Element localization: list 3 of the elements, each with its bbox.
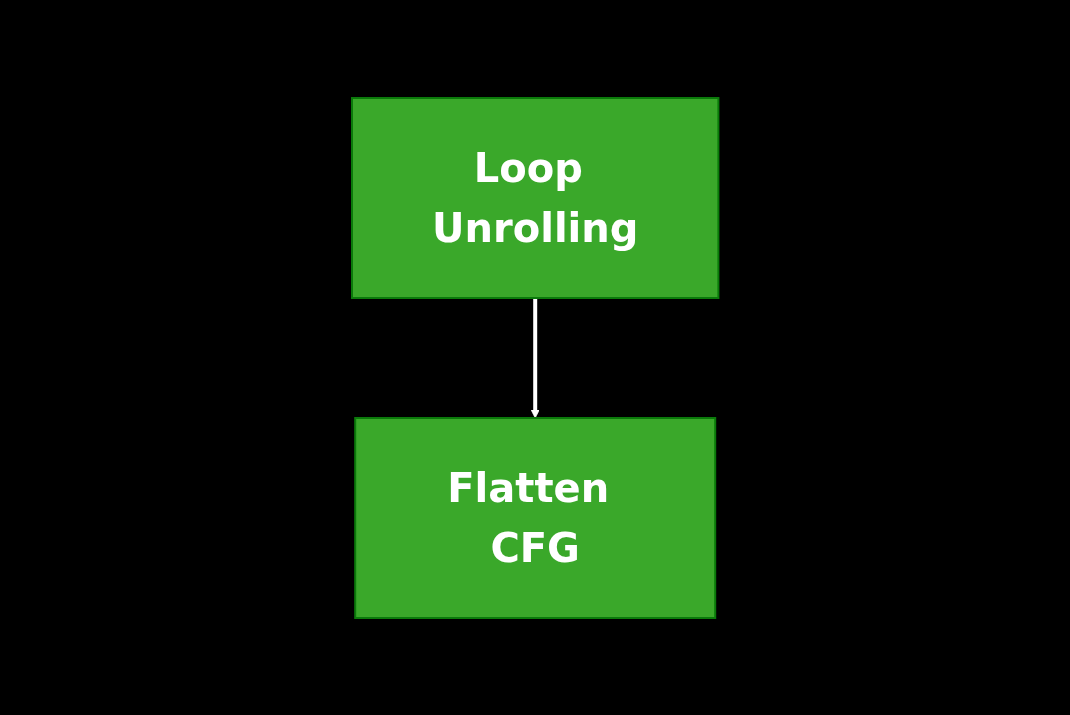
- arrow: [530, 297, 540, 418]
- node-box: Loop Unrolling: [350, 96, 720, 299]
- node-box: Flatten CFG: [354, 416, 716, 619]
